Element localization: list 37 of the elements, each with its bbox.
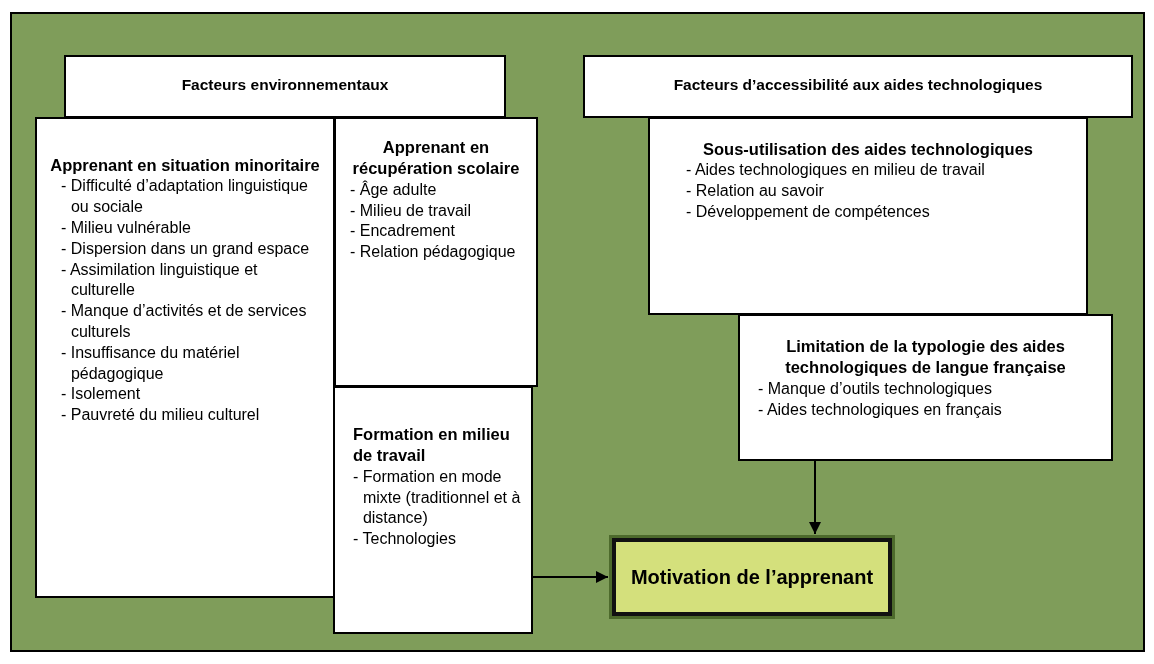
factor-item: - Âge adulte [350,179,438,200]
factor-box [738,314,1113,461]
factor-heading: Apprenant en situation minoritaire [49,155,321,176]
factor-item: - Isolement [61,384,142,405]
factor-box [333,386,533,634]
arrow [532,571,609,583]
goal-box [612,538,892,616]
factor-item: - Assimilation linguistique et culturelle [61,259,259,301]
factor-item: - Insuffisance du matériel pédagogique [61,342,241,384]
factor-item: - Milieu de travail [350,200,472,221]
goal-title: Motivation de l’apprenant [630,565,874,589]
factor-item: - Manque d’outils technologiques [758,378,993,399]
category-title: Facteurs environnementaux [180,75,390,95]
factor-item: - Aides technologiques en français [758,399,1003,420]
factor-item: - Milieu vulnérable [61,218,192,239]
factor-item: - Manque d’activités et de services culturels [61,301,308,342]
category-title: Facteurs d’accessibilité aux aides technologiques [672,75,1044,95]
factor-item: - Technologies [353,529,457,550]
category-header-box [583,55,1133,118]
factor-item: - Formation en mode mixte (traditionnel et à distance) [353,466,521,529]
factor-heading: Formation en milieu de travail [353,424,511,467]
factor-heading: Sous-utilisation des aides technologiques [701,139,1035,160]
factor-box [334,117,538,387]
factor-box [648,117,1088,315]
factor-item: - Relation au savoir [686,181,825,202]
arrow [809,460,821,535]
factor-item: - Développement de compétences [686,202,931,223]
factor-heading: Limitation de la typologie des aides technologiques de langue française [784,336,1067,379]
factor-box [35,117,335,598]
factor-item: - Encadrement [350,221,456,242]
factor-item: - Relation pédagogique [350,242,517,263]
category-header-box [64,55,506,118]
factor-item: - Pauvreté du milieu culturel [61,405,261,426]
factor-item: - Dispersion dans un grand espace [61,238,311,259]
factor-item: - Difficulté d’adaptation linguistique ou sociale [61,176,309,218]
factor-heading: Apprenant en récupération scolaire [351,137,521,180]
factor-item: - Aides technologiques en milieu de travail [686,160,986,181]
